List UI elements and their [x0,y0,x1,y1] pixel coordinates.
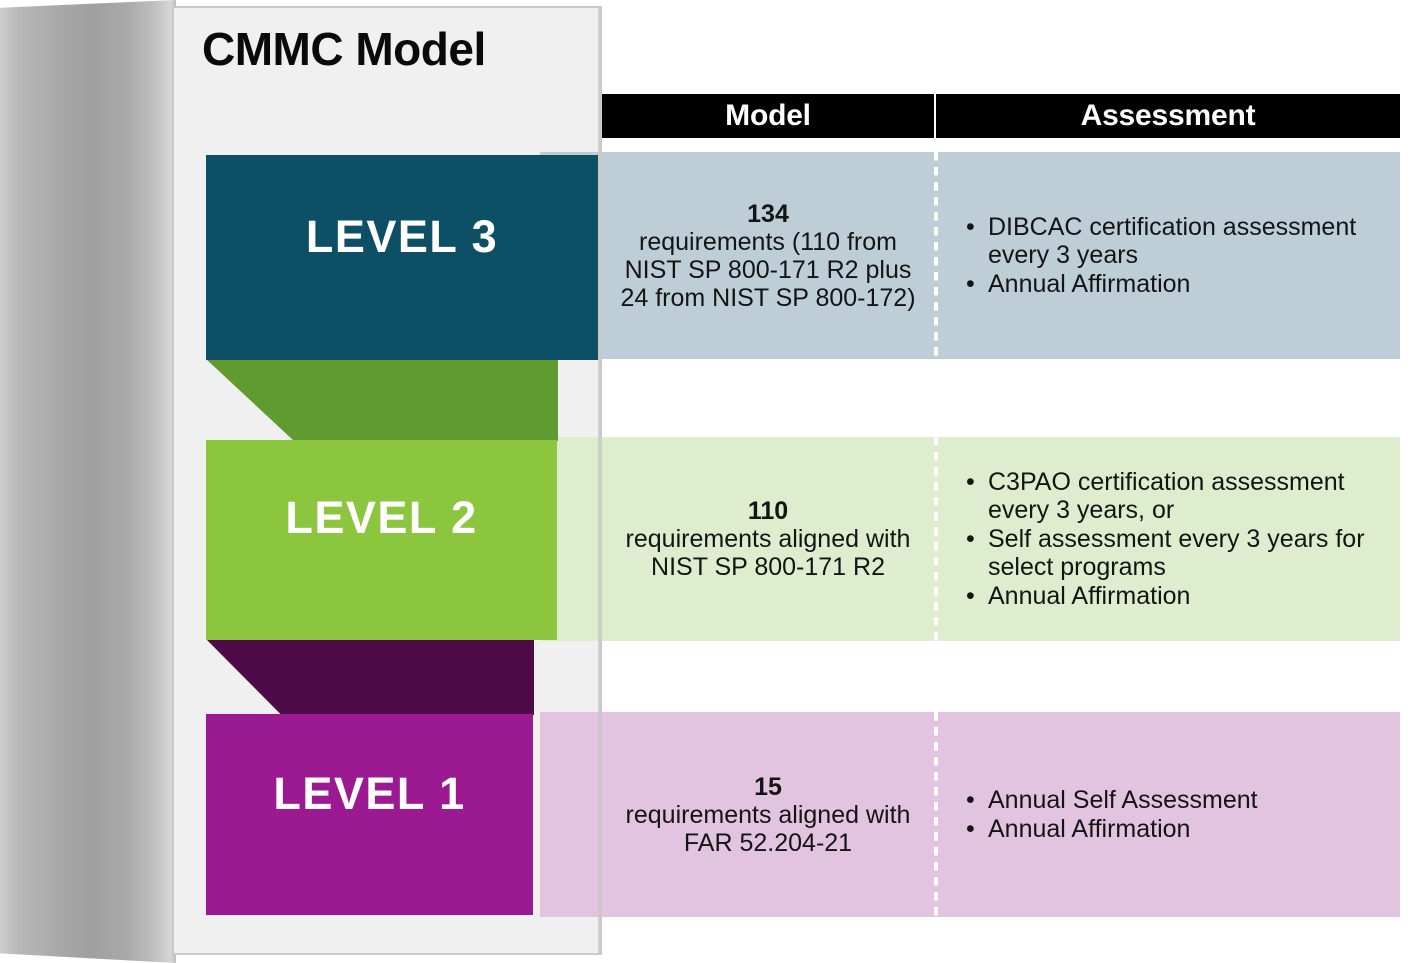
row-divider [934,437,938,641]
table-row: 134 requirements (110 from NIST SP 800-1… [602,152,1400,359]
level2-block[interactable]: LEVEL 2 [206,440,557,640]
level1-model-cell: 15 requirements aligned with FAR 52.204-… [602,712,934,917]
row-divider [934,712,938,917]
level1-block[interactable]: LEVEL 1 [206,714,533,915]
row-divider [934,152,938,359]
level1-label: LEVEL 1 [273,768,466,819]
header-divider [934,94,936,138]
level2-assessment-cell: C3PAO certification assessment every 3 y… [938,437,1400,641]
table-row: 15 requirements aligned with FAR 52.204-… [602,712,1400,917]
list-item: Annual Affirmation [966,582,1400,611]
list-item: DIBCAC certification assessment every 3 … [966,213,1400,270]
level1-requirement-description: requirements aligned with FAR 52.204-21 [625,800,911,857]
level3-model-cell: 134 requirements (110 from NIST SP 800-1… [602,152,934,359]
level1-assessment-cell: Annual Self Assessment Annual Affirmatio… [938,712,1400,917]
header-assessment: Assessment [1080,99,1256,132]
page-title: CMMC Model [202,23,486,75]
level2-label: LEVEL 2 [285,492,478,543]
level3-assessment-cell: DIBCAC certification assessment every 3 … [938,152,1400,359]
level3-label: LEVEL 3 [305,211,499,262]
level1-requirement-count: 15 [754,772,782,801]
level2-requirement-description: requirements aligned with NIST SP 800-17… [625,525,911,581]
level3-block[interactable]: LEVEL 3 [206,155,598,360]
level2-requirement-count: 110 [747,497,789,525]
table-header: Model Assessment [602,94,1400,138]
header-model: Model [725,99,811,132]
level2-assessment-list: C3PAO certification assessment every 3 y… [962,468,1400,611]
panel-3d-spine [0,0,176,963]
level3-requirement-count: 134 [747,199,789,228]
list-item: Annual Affirmation [966,815,1400,844]
table-row: 110 requirements aligned with NIST SP 80… [602,437,1400,641]
list-item: Self assessment every 3 years for select… [966,525,1400,582]
level1-assessment-list: Annual Self Assessment Annual Affirmatio… [962,786,1400,843]
panel-right-edge [598,6,602,955]
level2-model-cell: 110 requirements aligned with NIST SP 80… [602,437,934,641]
level3-assessment-list: DIBCAC certification assessment every 3 … [962,213,1400,299]
list-item: Annual Affirmation [966,270,1400,299]
level3-requirement-description: requirements (110 from NIST SP 800-171 R… [620,227,916,312]
list-item: C3PAO certification assessment every 3 y… [966,468,1400,525]
list-item: Annual Self Assessment [966,786,1400,815]
